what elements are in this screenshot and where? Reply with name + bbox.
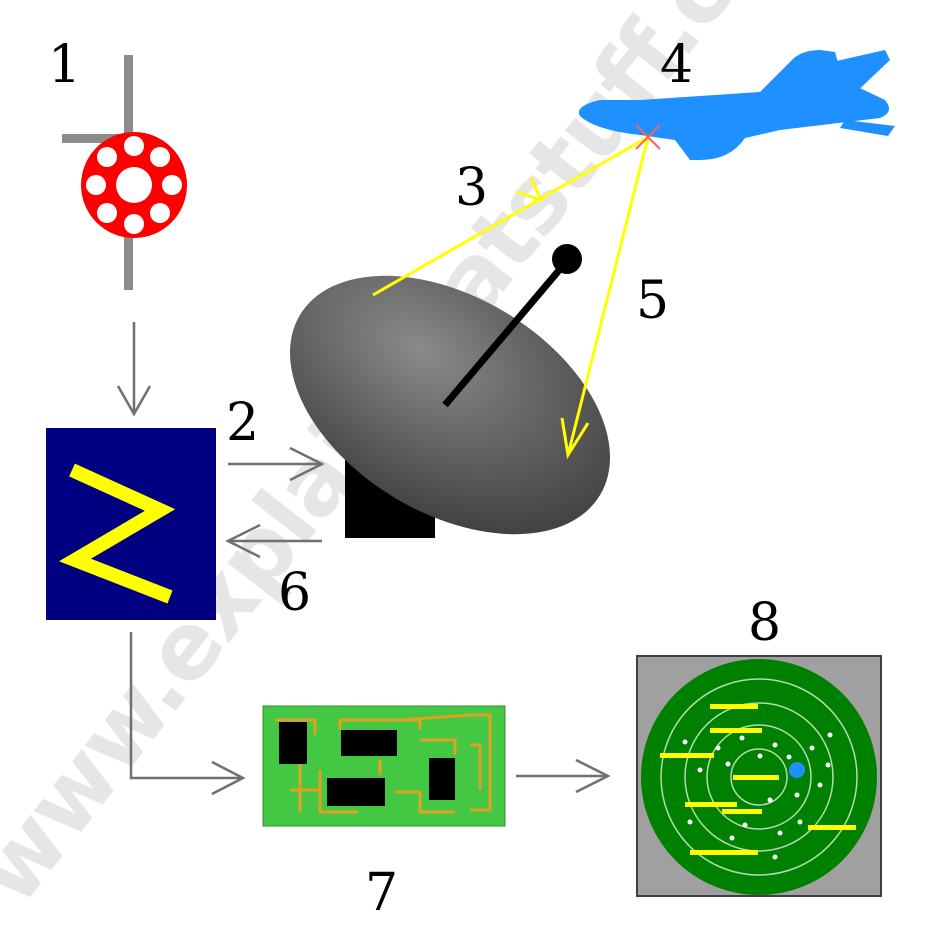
label-1: 1 bbox=[48, 35, 81, 95]
label-8: 8 bbox=[748, 593, 781, 653]
arrow-switch-to-processor bbox=[129, 632, 246, 796]
dish-antenna-icon bbox=[290, 244, 610, 538]
radar-target-blip bbox=[789, 762, 805, 778]
radar-screen-icon bbox=[636, 655, 882, 897]
label-7: 7 bbox=[365, 863, 398, 923]
magnetron-icon bbox=[62, 55, 187, 290]
arrow-magnetron-to-switch bbox=[116, 322, 152, 417]
label-5: 5 bbox=[636, 271, 669, 331]
label-6: 6 bbox=[278, 563, 311, 623]
return-beam bbox=[560, 136, 650, 460]
arrow-switch-to-antenna bbox=[228, 446, 325, 482]
zigzag-switch-icon bbox=[46, 428, 216, 620]
airplane-icon bbox=[578, 50, 895, 160]
reflection-point bbox=[635, 124, 661, 150]
arrow-antenna-to-switch bbox=[225, 523, 322, 559]
arrow-processor-to-display bbox=[516, 758, 611, 794]
label-2: 2 bbox=[226, 393, 259, 453]
outgoing-beam bbox=[372, 135, 649, 297]
circuit-board-icon bbox=[262, 705, 506, 827]
label-4: 4 bbox=[660, 35, 693, 95]
label-3: 3 bbox=[455, 158, 488, 218]
